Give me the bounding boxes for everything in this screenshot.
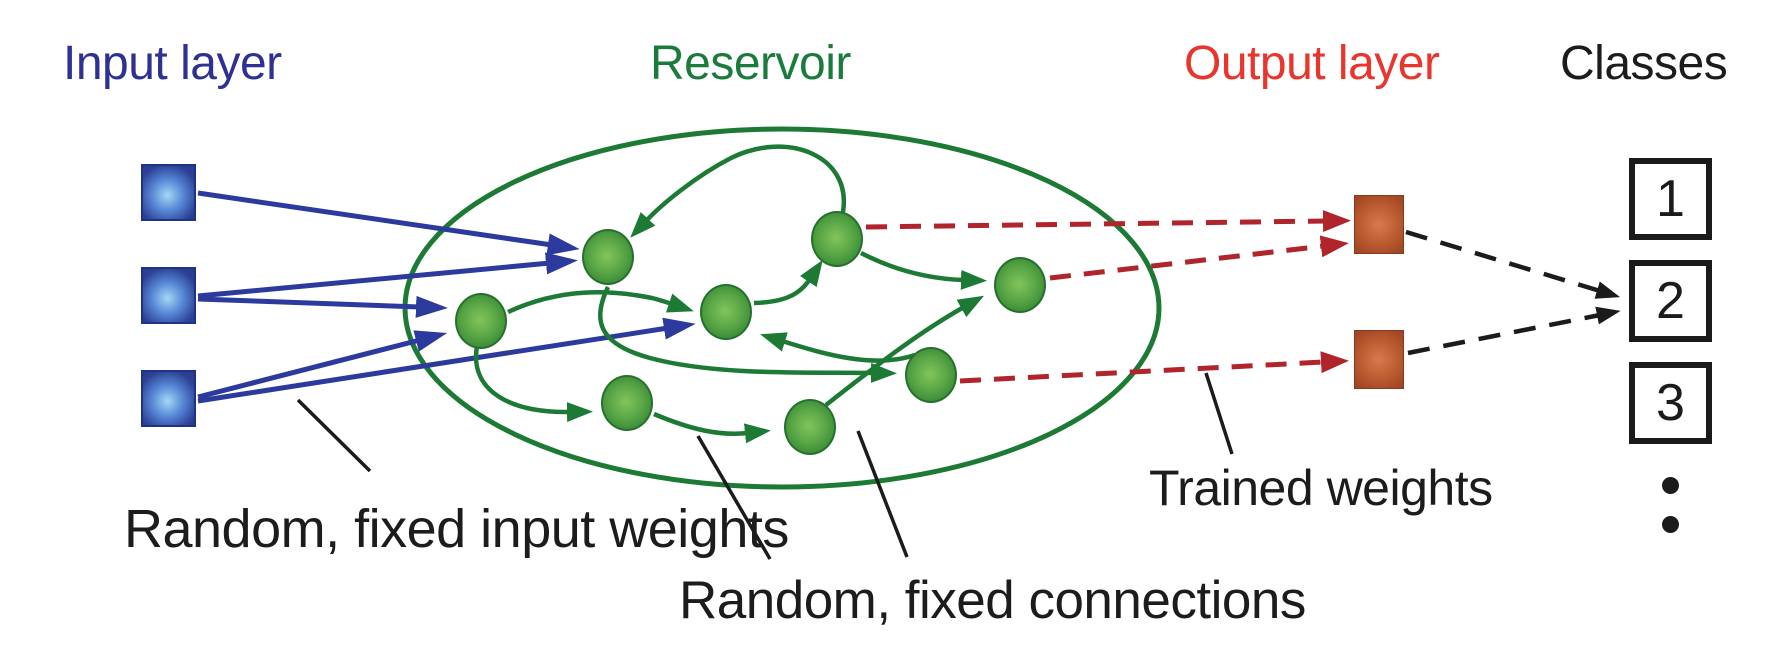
- class-arrows: [1405, 229, 1621, 356]
- arrow-nodeB-to-nodeC: [507, 290, 694, 315]
- arrow-in3-to-nodeB: [197, 330, 448, 400]
- annotation-pointers: [296, 372, 1234, 560]
- class-box-2-label: 2: [1656, 272, 1685, 330]
- input-weight-arrows: [197, 190, 696, 404]
- pointer-connections-left: [696, 435, 772, 560]
- arrow-in1-to-nodeA: [197, 190, 580, 256]
- class-box-2: 2: [1629, 260, 1712, 342]
- input-node-1: [141, 164, 196, 221]
- classes-title: Classes: [1560, 37, 1728, 90]
- arrow-nodeD-to-nodeA: [630, 144, 847, 238]
- class-box-1: 1: [1629, 158, 1712, 240]
- reservoir-node-F: [601, 375, 653, 431]
- pointer-trained-weights: [1204, 372, 1234, 455]
- reservoir-node-A: [582, 229, 634, 285]
- annotation-connections: Random, fixed connections: [679, 571, 1306, 630]
- arrow-nodeD-to-nodeE: [859, 250, 987, 290]
- reservoir-node-E: [994, 257, 1046, 313]
- arrow-nodeD-to-out1: [865, 210, 1351, 233]
- arrow-nodeE-to-out1: [1049, 235, 1349, 281]
- annotation-trained-weights: Trained weights: [1149, 460, 1493, 516]
- output-node-1: [1354, 195, 1404, 254]
- pointer-input-weights: [296, 398, 372, 473]
- reservoir-node-C: [700, 284, 752, 340]
- arrow-nodeH-to-nodeC: [760, 332, 916, 363]
- arrow-nodeA-to-nodeH: [598, 286, 897, 383]
- arrow-in2-to-nodeB: [197, 295, 448, 318]
- arrow-nodeF-to-nodeG: [653, 411, 771, 444]
- input-node-3: [141, 370, 196, 427]
- reservoir-node-H: [905, 347, 957, 403]
- reservoir-node-G: [784, 399, 836, 455]
- reservoir-connections: [473, 144, 987, 444]
- pointer-connections-right: [856, 430, 909, 558]
- class-box-1-label: 1: [1656, 170, 1685, 228]
- annotation-input-weights: Random, fixed input weights: [124, 499, 789, 559]
- arrow-nodeG-to-nodeE: [824, 295, 985, 407]
- output-layer-title: Output layer: [1184, 37, 1440, 90]
- classes-ellipsis-dot-1: [1662, 477, 1679, 494]
- input-layer-title: Input layer: [63, 37, 282, 90]
- arrow-out1-to-class2: [1405, 229, 1621, 299]
- reservoir-node-B: [455, 293, 507, 349]
- arrow-out2-to-class2: [1407, 306, 1621, 356]
- arrow-in2-to-nodeA: [197, 252, 578, 299]
- arrow-nodeH-to-out2: [959, 351, 1349, 384]
- output-node-2: [1354, 330, 1404, 389]
- reservoir-node-D: [811, 211, 863, 267]
- arrow-nodeB-to-nodeF: [473, 345, 593, 423]
- class-box-3: 3: [1629, 362, 1712, 444]
- arrow-nodeC-to-nodeD: [753, 259, 823, 306]
- trained-weight-arrows: [865, 210, 1351, 384]
- input-node-2: [141, 267, 196, 324]
- reservoir-title: Reservoir: [650, 37, 851, 90]
- class-box-3-label: 3: [1656, 374, 1685, 432]
- classes-ellipsis-dot-2: [1662, 516, 1679, 533]
- arrow-in3-to-nodeC: [197, 317, 696, 404]
